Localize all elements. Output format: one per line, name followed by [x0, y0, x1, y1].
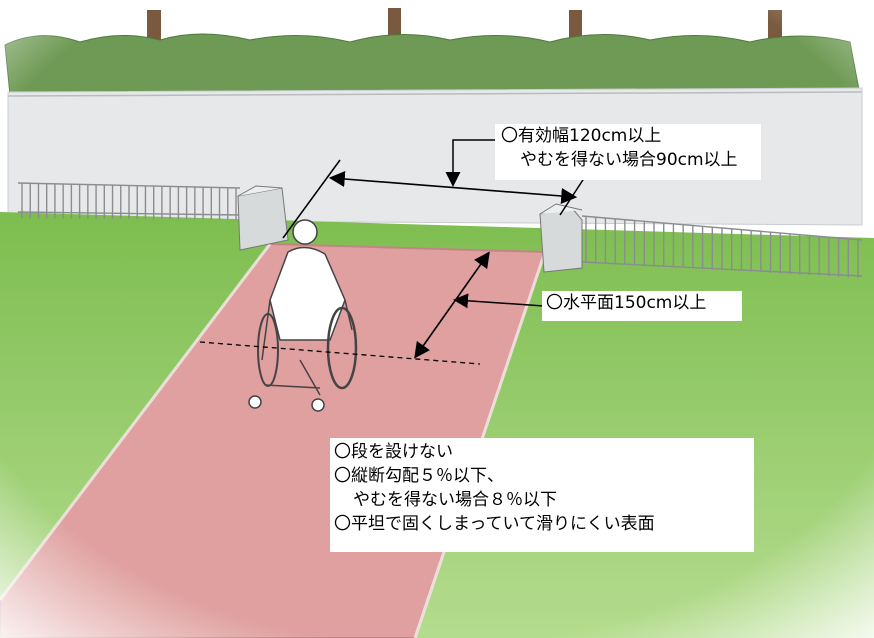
landing-line-1: 〇水平面150cm以上: [546, 293, 707, 313]
notes-line-2: 〇縦断勾配５％以下、: [334, 466, 504, 486]
notes-line-4: 〇平坦で固くしまっていて滑りにくい表面: [334, 514, 655, 534]
notes-line-1: 〇段を設けない: [334, 442, 453, 462]
notes-line-3: やむを得ない場合８％以下: [353, 490, 557, 510]
landing-requirement-label: 〇水平面150cm以上: [542, 291, 742, 321]
surface-requirements-label: 〇段を設けない 〇縦断勾配５％以下、 やむを得ない場合８％以下 〇平坦で固くしま…: [330, 438, 754, 552]
width-requirement-label: 〇有効幅120cm以上 やむを得ない場合90cm以上: [495, 124, 761, 180]
width-line-1: 〇有効幅120cm以上: [501, 126, 662, 146]
width-line-2: やむを得ない場合90cm以上: [520, 150, 738, 170]
